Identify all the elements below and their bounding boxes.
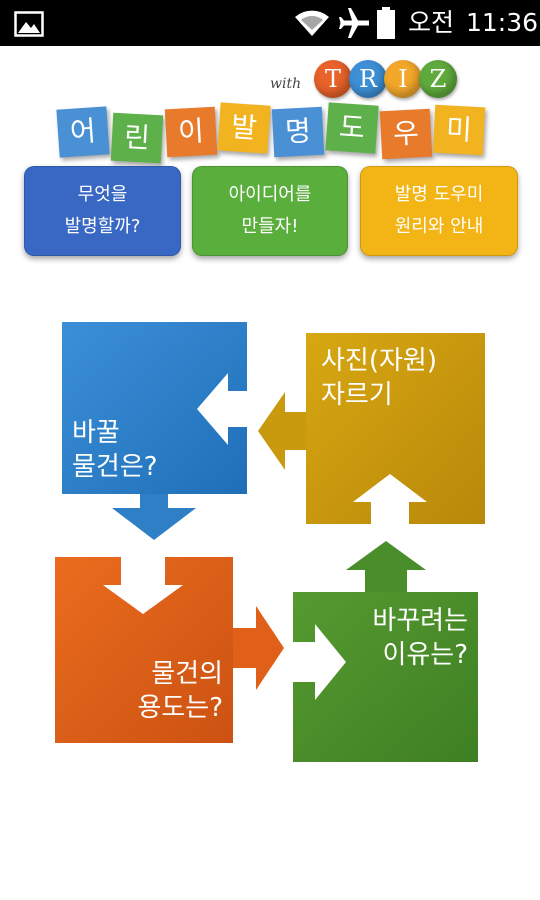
status-ampm: 오전 — [408, 8, 455, 37]
triz-letter-i: I — [384, 60, 422, 98]
arrow-blue-down — [112, 493, 196, 540]
blue-box-line1: 바꿀 — [72, 418, 120, 448]
arrow-green-up — [346, 541, 426, 592]
status-clock: 11:36 — [466, 8, 539, 37]
orange-box-line2: 용도는? — [137, 693, 223, 723]
yellow-box-label: 사진(자원) 자르기 — [321, 344, 437, 412]
make-idea-button[interactable]: 아이디어를 만들자! — [192, 166, 348, 256]
battery-icon — [377, 7, 395, 39]
orange-box-label: 물건의 용도는? — [113, 657, 223, 725]
white-arrow-down-in-orange — [103, 557, 183, 614]
arrow-yellow-left — [258, 392, 306, 470]
triz-letter-r: R — [349, 60, 387, 98]
menu-button-line2: 발명할까? — [64, 216, 141, 237]
menu-button-line2: 만들자! — [241, 216, 299, 237]
white-arrow-up-in-yellow — [353, 474, 427, 524]
logo-with-text: with — [270, 76, 302, 92]
invention-guide-button[interactable]: 발명 도우미 원리와 안내 — [360, 166, 518, 256]
menu-button-line1: 무엇을 — [77, 184, 128, 205]
wifi-icon — [295, 10, 329, 37]
menu-button-line1: 발명 도우미 — [394, 184, 484, 205]
white-arrow-right-in-green — [293, 624, 346, 700]
menu-button-line2: 원리와 안내 — [394, 216, 484, 237]
orange-box-line1: 물건의 — [151, 659, 223, 689]
airplane-mode-icon — [339, 8, 369, 38]
green-box-line1: 바꾸려는 — [372, 606, 468, 636]
yellow-box-line2: 자르기 — [321, 380, 393, 410]
blue-box-label: 바꿀 물건은? — [72, 416, 158, 484]
arrow-orange-right — [233, 606, 284, 690]
what-to-invent-button[interactable]: 무엇을 발명할까? — [24, 166, 181, 256]
triz-letter-t: T — [314, 60, 352, 98]
menu-button-line1: 아이디어를 — [228, 184, 312, 205]
triz-letter-z: Z — [419, 60, 457, 98]
white-arrow-left-in-blue — [197, 373, 247, 445]
blue-box-line2: 물건은? — [72, 452, 158, 482]
green-box-line2: 이유는? — [382, 640, 468, 670]
green-box-label: 바꾸려는 이유는? — [344, 604, 468, 672]
gallery-icon — [14, 11, 44, 37]
status-bar: 오전 11:36 — [0, 0, 540, 46]
yellow-box-line1: 사진(자원) — [321, 346, 437, 376]
